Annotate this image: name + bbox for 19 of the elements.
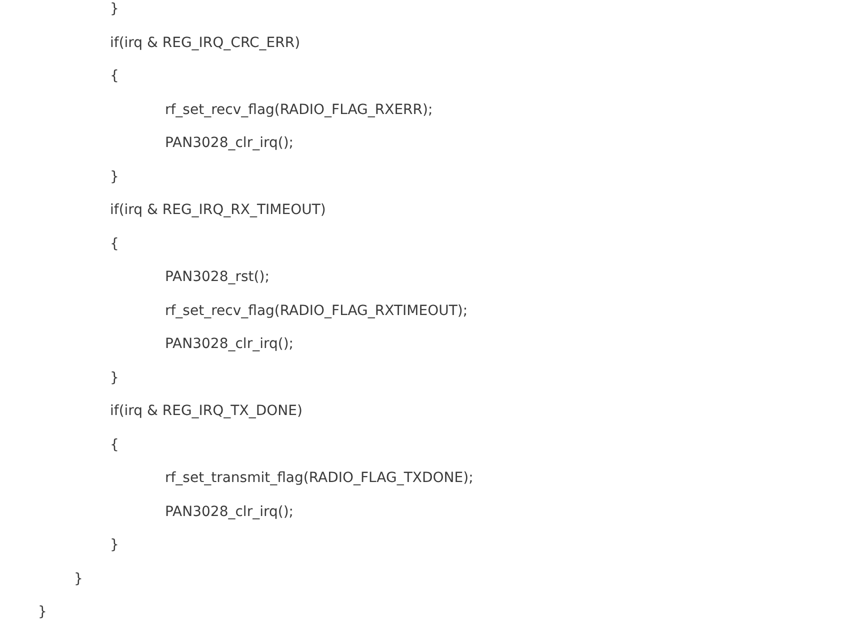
code-line: rf_set_transmit_flag(RADIO_FLAG_TXDONE); [165, 469, 474, 487]
code-line: PAN3028_rst(); [165, 268, 270, 286]
code-line: if(irq & REG_IRQ_CRC_ERR) [110, 34, 300, 52]
code-line: { [110, 234, 119, 252]
code-line: } [110, 0, 119, 18]
code-line: rf_set_recv_flag(RADIO_FLAG_RXERR); [165, 100, 433, 118]
code-line: } [110, 368, 119, 386]
code-line: PAN3028_clr_irq(); [165, 502, 294, 520]
code-line: } [38, 603, 47, 621]
code-line: { [110, 67, 119, 85]
code-line: if(irq & REG_IRQ_RX_TIMEOUT) [110, 201, 326, 219]
code-line: } [110, 168, 119, 186]
code-line: } [74, 570, 83, 588]
code-line: if(irq & REG_IRQ_TX_DONE) [110, 402, 302, 420]
code-line: PAN3028_clr_irq(); [165, 335, 294, 353]
code-line: PAN3028_clr_irq(); [165, 134, 294, 152]
code-line: { [110, 436, 119, 454]
code-line: rf_set_recv_flag(RADIO_FLAG_RXTIMEOUT); [165, 302, 468, 320]
code-line: } [110, 536, 119, 554]
